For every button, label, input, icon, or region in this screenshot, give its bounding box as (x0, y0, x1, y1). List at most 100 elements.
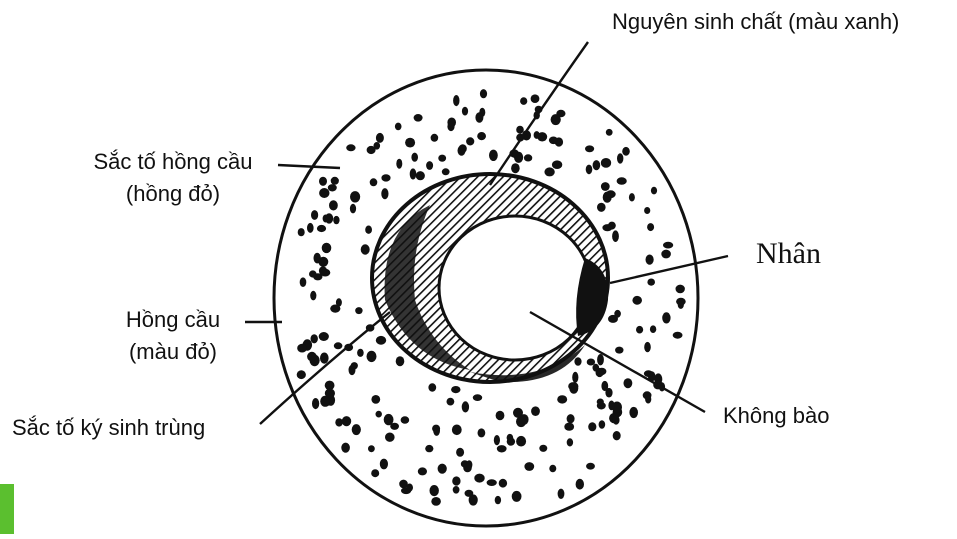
pigment-dot (300, 277, 307, 287)
pigment-dot (602, 224, 612, 231)
pigment-dot (558, 489, 565, 499)
pigment-dot (606, 129, 613, 136)
pigment-dot (425, 445, 433, 452)
pigment-dot (331, 177, 339, 185)
pigment-dot (531, 406, 540, 416)
pigment-dot (596, 368, 604, 377)
pigment-dot (319, 332, 329, 341)
pigment-dot (572, 372, 578, 383)
pigment-dot (636, 326, 643, 334)
pigment-dot (376, 411, 382, 418)
pigment-dot (487, 479, 497, 486)
pigment-dot (662, 312, 670, 323)
pigment-dot (325, 381, 335, 391)
pigment-dot (307, 223, 314, 233)
label-protoplasm: Nguyên sinh chất (màu xanh) (612, 8, 899, 36)
pigment-dot (319, 177, 327, 186)
pigment-dot (380, 459, 388, 470)
pigment-dot (371, 395, 380, 404)
pigment-dot (516, 126, 524, 134)
pigment-dot (489, 150, 498, 161)
pigment-dot (531, 94, 540, 103)
pigment-dot (438, 155, 446, 162)
pigment-dot (411, 153, 418, 162)
pigment-dot (552, 160, 562, 169)
pigment-dot (512, 491, 522, 502)
pigment-dot (466, 137, 474, 145)
pigment-dot (341, 443, 350, 453)
pigment-dot (451, 386, 460, 393)
pigment-dot (496, 411, 505, 420)
pigment-dot (447, 398, 455, 406)
pigment-dot (297, 344, 307, 353)
pigment-dot (365, 226, 372, 234)
pigment-dot (587, 359, 595, 366)
pigment-dot (432, 425, 440, 433)
pigment-dot (452, 476, 460, 485)
pigment-dot (549, 137, 558, 145)
pigment-dot (477, 132, 486, 140)
pigment-dot (396, 159, 402, 169)
pigment-dot (650, 325, 656, 333)
pigment-dot (597, 399, 604, 406)
pigment-dot (328, 184, 337, 191)
pigment-dot (322, 243, 332, 253)
pigment-dot (495, 496, 501, 504)
pigment-dot (342, 416, 351, 426)
pigment-dot (588, 422, 596, 431)
pigment-dot (311, 210, 318, 220)
pigment-dot (371, 469, 379, 477)
label-parasite-pigment: Sắc tố ký sinh trùng (12, 414, 205, 442)
pigment-dot (452, 425, 462, 436)
label-vacuole: Không bào (723, 402, 829, 430)
pigment-dot (367, 351, 377, 362)
pigment-dot (462, 401, 469, 412)
pigment-dot (410, 168, 417, 179)
pigment-dot (401, 416, 410, 423)
pigment-dot (374, 142, 381, 150)
pigment-dot (385, 433, 395, 442)
pigment-dot (376, 336, 386, 345)
pigment-dot (357, 349, 364, 357)
pigment-dot (355, 307, 362, 314)
pigment-dot (430, 485, 439, 496)
pigment-dot (632, 296, 642, 305)
pigment-dot (368, 445, 375, 452)
pigment-dot (614, 310, 621, 318)
pigment-dot (676, 298, 686, 306)
pigment-dot (644, 342, 651, 352)
pigment-dot (586, 463, 595, 470)
pigment-dot (519, 414, 528, 425)
pigment-dot (612, 230, 619, 242)
pigment-dot (458, 146, 466, 156)
pigment-dot (312, 398, 319, 409)
pigment-dot (624, 378, 633, 388)
pigment-dot (622, 147, 630, 156)
pigment-dot (418, 467, 427, 475)
pigment-dot (438, 464, 447, 474)
pigment-dot (524, 462, 534, 471)
pigment-dot (298, 228, 305, 236)
pigment-dot (617, 153, 623, 163)
pigment-dot (585, 145, 594, 152)
pigment-dot (663, 242, 673, 249)
pigment-dot (568, 382, 578, 390)
pigment-dot (428, 383, 436, 391)
pigment-dot (310, 291, 316, 301)
pigment-dot (406, 484, 413, 492)
pigment-dot (325, 213, 333, 223)
pigment-dot (320, 353, 329, 364)
pigment-dot (431, 134, 439, 142)
pigment-dot (396, 356, 405, 366)
pigment-dot (297, 370, 306, 379)
accent-bar (0, 484, 14, 534)
pigment-dot (333, 216, 339, 224)
pigment-dot (350, 191, 360, 202)
pigment-dot (601, 182, 610, 191)
pigment-dot (593, 160, 601, 170)
pigment-dot (370, 178, 378, 186)
pigment-dot (586, 165, 593, 175)
pigment-dot (466, 460, 472, 469)
pigment-dot (351, 362, 358, 369)
pigment-dot (516, 436, 526, 447)
